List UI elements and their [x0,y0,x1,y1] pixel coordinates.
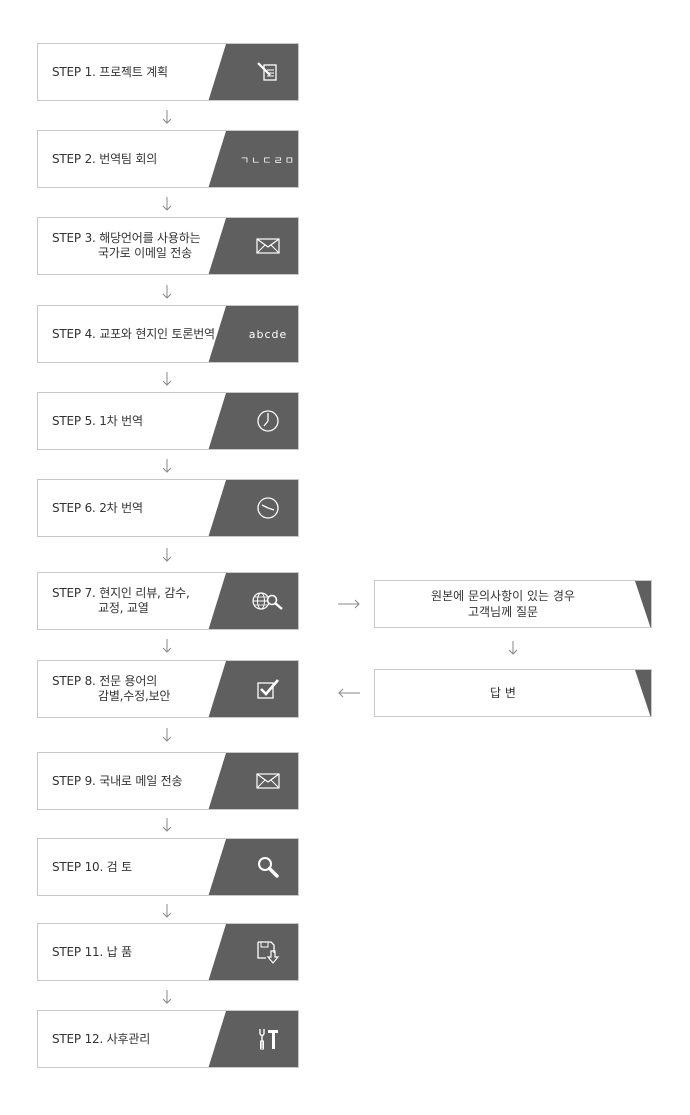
step-box-12: STEP 12. 사후관리 [37,1010,299,1068]
side-box-text: 답 변 [490,686,516,700]
step-label: STEP 1. 프로젝트 계획 [52,64,168,79]
step-tab [208,306,298,362]
tools-icon [238,1011,298,1067]
step-label: STEP 12. 사후관리 [52,1031,151,1046]
step-box-1: STEP 1. 프로젝트 계획 [37,43,299,101]
step-tab [208,924,298,980]
step-box-6: STEP 6. 2차 번역 [37,479,299,537]
globe-search-icon [238,573,298,629]
magnifier-icon [238,839,298,895]
step-label: STEP 11. 납 품 [52,944,132,959]
side-box-corner [635,581,651,627]
step-box-3: STEP 3. 해당언어를 사용하는 국가로 이메일 전송 [37,217,299,275]
side-box-text: 원본에 문의사항이 있는 경우 고객님께 질문 [431,589,575,619]
step-tab [208,661,298,717]
arrow-down-icon [162,110,172,124]
step-box-4: STEP 4. 교포와 현지인 토론번역 abcde [37,305,299,363]
step-box-8: STEP 8. 전문 용어의 감별,수정,보안 [37,660,299,718]
checkbox-icon [238,661,298,717]
step-box-5: STEP 5. 1차 번역 [37,392,299,450]
step-box-9: STEP 9. 국내로 메일 전송 [37,752,299,810]
step-label: STEP 8. 전문 용어의 감별,수정,보안 [52,674,171,703]
side-box-corner [635,670,651,716]
arrow-down-icon [162,548,172,562]
clock-icon [238,393,298,449]
step-tab [208,839,298,895]
step-box-7: STEP 7. 현지인 리뷰, 감수, 교정, 교열 [37,572,299,630]
step-box-11: STEP 11. 납 품 [37,923,299,981]
arrow-down-icon [508,641,518,655]
envelope-icon [238,218,298,274]
arrow-left-icon [338,688,360,698]
step-label: STEP 4. 교포와 현지인 토론번역 [52,326,215,341]
step-label: STEP 2. 번역팀 회의 [52,151,158,166]
step-box-2: STEP 2. 번역팀 회의 ㄱㄴㄷㄹㅁ [37,130,299,188]
step-tab [208,218,298,274]
step-tab [208,393,298,449]
arrow-down-icon [162,372,172,386]
side-box-question: 원본에 문의사항이 있는 경우 고객님께 질문 [374,580,652,628]
step-label: STEP 10. 검 토 [52,859,132,874]
latin-letters-icon: abcde [238,306,298,362]
save-download-icon [238,924,298,980]
side-box-answer: 답 변 [374,669,652,717]
step-tab [208,753,298,809]
step-tab [208,480,298,536]
step-box-10: STEP 10. 검 토 [37,838,299,896]
arrow-down-icon [162,197,172,211]
arrow-down-icon [162,990,172,1004]
step-label: STEP 7. 현지인 리뷰, 감수, 교정, 교열 [52,586,190,615]
arrow-down-icon [162,728,172,742]
latin-letters-text: abcde [248,327,288,341]
step-tab [208,131,298,187]
korean-letters-icon: ㄱㄴㄷㄹㅁ [238,131,298,187]
step-tab [208,44,298,100]
step-label: STEP 9. 국내로 메일 전송 [52,773,183,788]
envelope-icon [238,753,298,809]
arrow-down-icon [162,285,172,299]
step-label: STEP 3. 해당언어를 사용하는 국가로 이메일 전송 [52,231,201,260]
step-label: STEP 5. 1차 번역 [52,413,143,428]
arrow-down-icon [162,904,172,918]
arrow-down-icon [162,459,172,473]
arrow-down-icon [162,818,172,832]
document-pen-icon [238,44,298,100]
arrow-down-icon [162,639,172,653]
arrow-right-icon [338,599,360,609]
clock-icon [238,480,298,536]
korean-letters-text: ㄱㄴㄷㄹㅁ [240,155,296,167]
step-label: STEP 6. 2차 번역 [52,500,143,515]
